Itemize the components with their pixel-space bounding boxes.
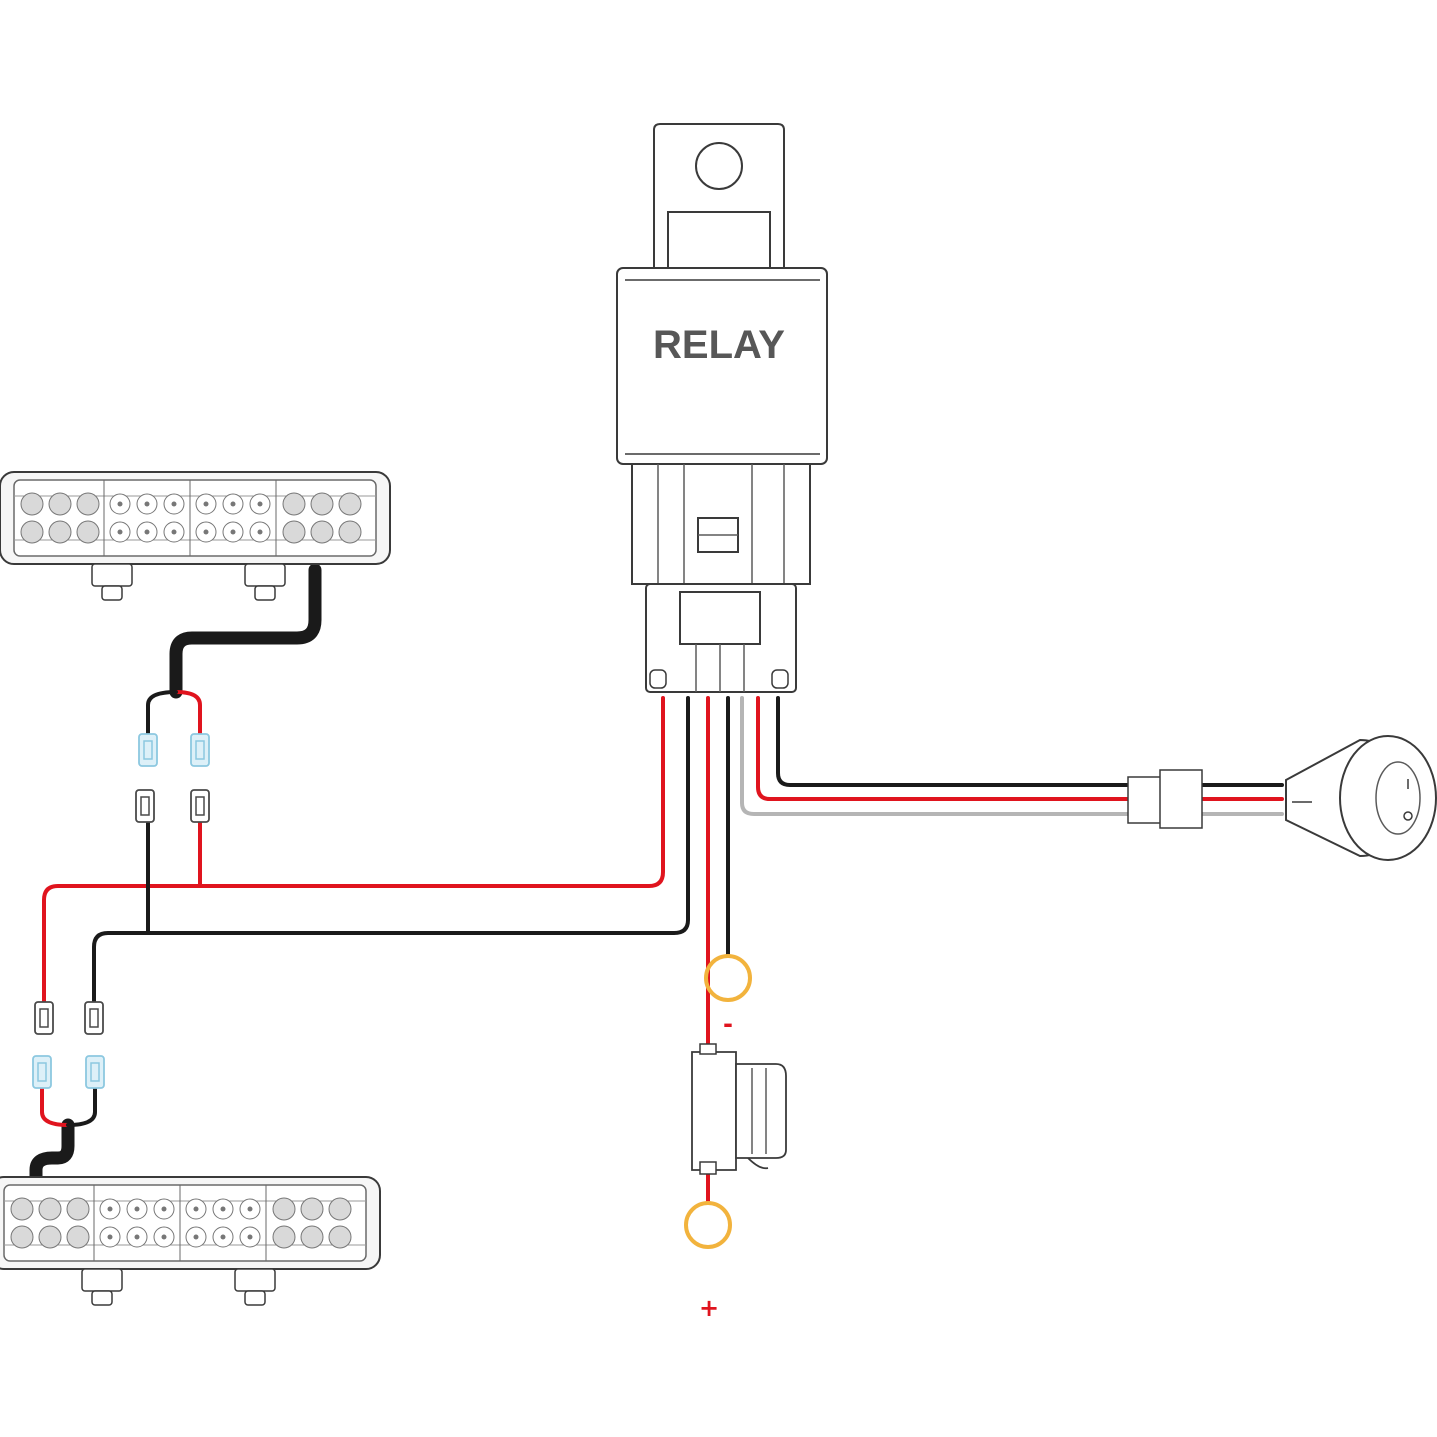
relay-icon: RELAY <box>616 123 828 693</box>
light-bar-2-lead <box>29 1118 75 1189</box>
ground-label: - <box>723 1010 733 1038</box>
switch-gray-wire <box>740 696 1142 816</box>
relay-mount-hole <box>695 142 743 190</box>
light-bar-2-black-split <box>66 1086 97 1127</box>
light-bar-1-black-split <box>146 690 178 735</box>
ring-terminal-icon-ground <box>704 954 752 1002</box>
light-bar-1-red-split <box>174 690 202 735</box>
led-light-bar-icon-bottom <box>0 1176 381 1306</box>
fuse-holder-icon <box>691 1043 787 1175</box>
switch-black-wire <box>776 696 1142 787</box>
led-light-bar-icon-top <box>0 471 391 601</box>
red-wire-to-lights <box>42 696 665 1005</box>
rocker-switch-icon <box>1285 735 1437 861</box>
switch-red-wire <box>756 696 1142 801</box>
ring-terminal-icon-positive <box>684 1201 732 1249</box>
wire-harness <box>29 563 1284 1205</box>
relay-label: RELAY <box>653 323 785 367</box>
light-bar-2-red-split <box>40 1086 70 1127</box>
positive-label: + <box>699 1294 719 1322</box>
spade-connector-icon <box>32 733 210 1089</box>
light-bar-1-lead <box>169 563 322 699</box>
black-wire-to-lights <box>92 696 690 1005</box>
switch-connector-icon <box>1127 769 1203 829</box>
